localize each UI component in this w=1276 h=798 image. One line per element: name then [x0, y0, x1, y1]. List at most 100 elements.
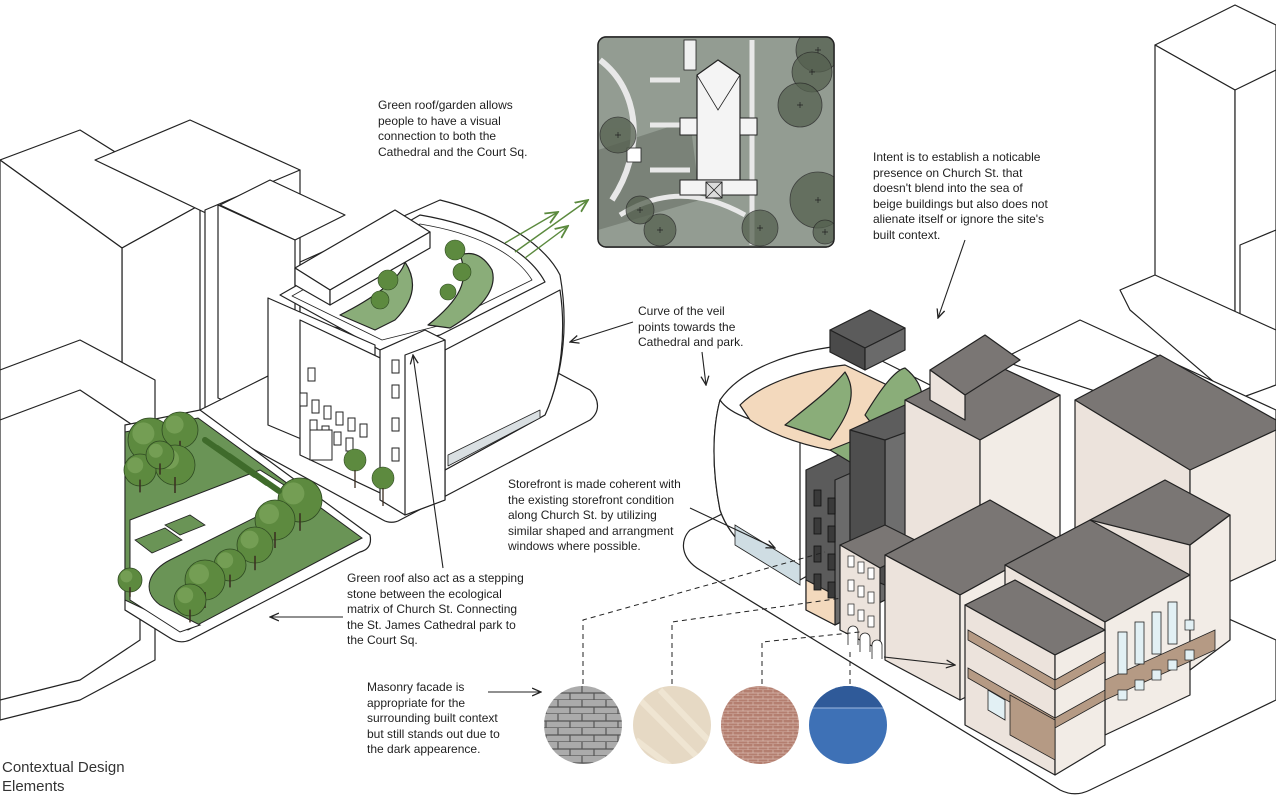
material-swatches — [544, 686, 887, 764]
tree-icon — [145, 440, 175, 475]
window — [857, 561, 865, 574]
window — [857, 609, 865, 622]
window — [867, 567, 875, 580]
window — [847, 555, 855, 568]
facade-windows-right — [734, 489, 1195, 701]
window — [857, 585, 865, 598]
small-window — [1184, 649, 1195, 661]
annotation-leaders — [270, 239, 966, 692]
tree-icon — [173, 583, 207, 623]
window — [391, 359, 400, 374]
tall-window — [1134, 621, 1145, 665]
view-connection-arrows — [504, 200, 588, 259]
tree-highlight — [132, 422, 155, 445]
right-massing-model — [682, 4, 1276, 795]
tree-center-mark — [809, 69, 815, 75]
site-plan-tree-canopies — [599, 37, 834, 247]
window — [847, 603, 855, 616]
dark-window — [827, 497, 836, 515]
window — [359, 423, 368, 438]
tree-center-mark — [822, 229, 828, 235]
entrance-door — [309, 429, 333, 461]
facade-windows-left — [299, 359, 400, 462]
roof-tree-icon — [370, 290, 390, 310]
tree-icon — [117, 567, 143, 597]
arched-storefront — [859, 632, 871, 652]
small-window — [1117, 689, 1128, 701]
swatch-limestone — [633, 686, 711, 764]
tree-highlight — [189, 564, 209, 584]
diagram-title: Contextual Design Elements — [2, 759, 125, 795]
small-window — [1184, 619, 1195, 631]
hedge-row — [226, 453, 282, 494]
tree-highlight — [165, 415, 184, 434]
swatch-stone-block — [544, 686, 622, 764]
dark-window — [813, 489, 822, 507]
tree-highlight — [177, 587, 194, 604]
window — [345, 437, 354, 452]
street-trees — [343, 448, 395, 506]
roof-tree-icon — [452, 262, 472, 282]
window — [311, 399, 320, 414]
cathedral-site-plan-inset — [597, 36, 835, 248]
tree-center-mark — [615, 132, 621, 138]
park-trees — [117, 411, 323, 623]
tree-center-mark — [757, 225, 763, 231]
roof-tree-icon — [444, 239, 466, 261]
window — [323, 405, 332, 420]
small-window — [1167, 659, 1178, 671]
small-window — [1134, 679, 1145, 691]
tree-highlight — [282, 482, 305, 505]
arched-storefront — [847, 625, 859, 645]
tree-center-mark — [797, 102, 803, 108]
window — [347, 417, 356, 432]
window — [391, 447, 400, 462]
roof-tree-icon — [377, 269, 399, 291]
window — [335, 411, 344, 426]
window — [333, 431, 342, 446]
tall-window — [1151, 611, 1162, 655]
tree-highlight — [127, 457, 144, 474]
tree-center-mark — [815, 47, 821, 53]
window — [299, 392, 308, 407]
roof-garden-trees — [370, 239, 472, 310]
street-tree-icon — [343, 448, 367, 472]
tree-highlight — [259, 504, 279, 524]
note-masonry-facade: Masonry facade is appropriate for the su… — [367, 680, 500, 756]
small-window — [1151, 669, 1162, 681]
note-veil-curve: Curve of the veil points towards the Cat… — [638, 304, 744, 349]
window — [847, 579, 855, 592]
tree-center-mark — [815, 197, 821, 203]
tall-window — [1167, 601, 1178, 645]
dark-window — [813, 573, 822, 591]
note-storefront: Storefront is made coherent with the exi… — [508, 477, 681, 553]
window — [307, 367, 316, 382]
note-green-roof-visual-connection: Green roof/garden allows people to have … — [378, 98, 528, 159]
dark-window — [827, 553, 836, 571]
tree-center-mark — [637, 207, 643, 213]
swatch-red-brick — [721, 686, 799, 764]
window — [867, 615, 875, 628]
dark-window — [827, 525, 836, 543]
tree-highlight — [120, 570, 133, 583]
window — [867, 591, 875, 604]
street-tree-icon — [371, 466, 395, 490]
note-design-intent: Intent is to establish a noticable prese… — [873, 150, 1048, 242]
tree-icon — [236, 526, 274, 571]
window — [391, 384, 400, 399]
cathedral-park-left — [117, 409, 372, 643]
arched-storefront — [871, 639, 883, 659]
note-stepping-stone: Green roof also act as a stepping stone … — [347, 571, 524, 647]
tree-highlight — [148, 443, 163, 458]
tall-window — [1117, 631, 1128, 675]
storefront-glazing — [734, 524, 801, 586]
swatch-leaders — [582, 551, 861, 684]
tree-highlight — [240, 530, 259, 549]
right-facade-details — [967, 629, 1216, 761]
dark-window — [813, 517, 822, 535]
tree-highlight — [217, 552, 234, 569]
window — [391, 417, 400, 432]
tree-icon — [161, 411, 199, 456]
dark-window — [827, 581, 836, 599]
